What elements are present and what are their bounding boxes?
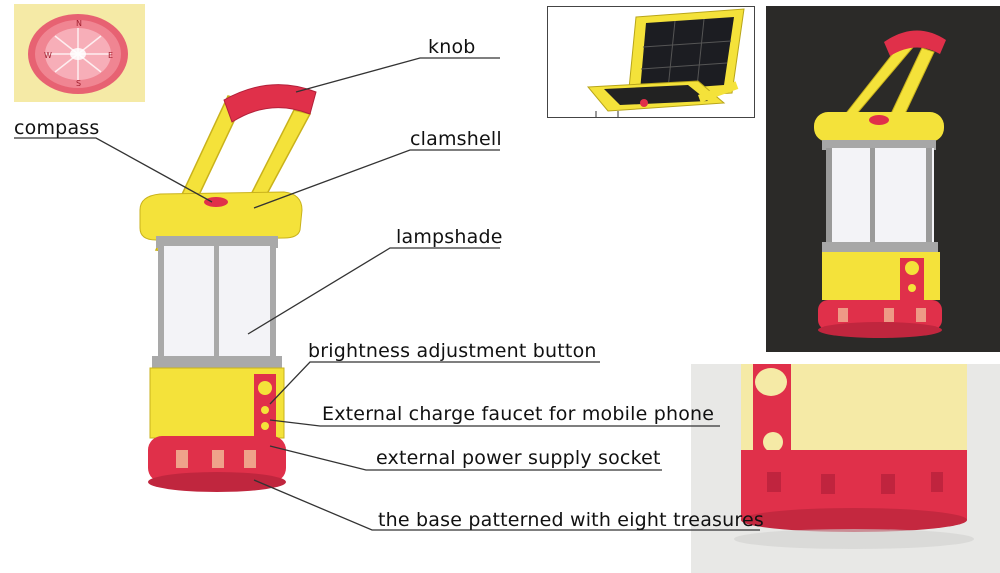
label-lampshade: lampshade: [396, 226, 503, 248]
label-compass: compass: [14, 117, 100, 139]
label-power-socket: external power supply socket: [376, 447, 661, 469]
closeup-photo-inset: [691, 364, 1000, 573]
label-knob: knob: [428, 36, 476, 58]
label-brightness-button: brightness adjustment button: [308, 340, 597, 362]
label-base: the base patterned with eight treasures: [378, 509, 764, 531]
label-clamshell: clamshell: [410, 128, 502, 150]
dark-photo-inset: [766, 6, 1000, 352]
dark-lantern-image: [814, 30, 946, 338]
solar-panel-image: [586, 8, 745, 117]
compass-mark: W: [44, 51, 52, 60]
solar-panel-inset: [547, 6, 755, 118]
compass-image: E S N W: [28, 14, 128, 94]
compass-mark: S: [76, 79, 81, 88]
compass-inset: E S N W: [14, 4, 145, 102]
closeup-lantern-image: [691, 364, 1000, 573]
main-lantern-image: [139, 84, 317, 492]
compass-mark: E: [108, 51, 113, 60]
compass-mark: N: [76, 19, 82, 28]
label-charge-faucet: External charge faucet for mobile phone: [322, 403, 715, 425]
